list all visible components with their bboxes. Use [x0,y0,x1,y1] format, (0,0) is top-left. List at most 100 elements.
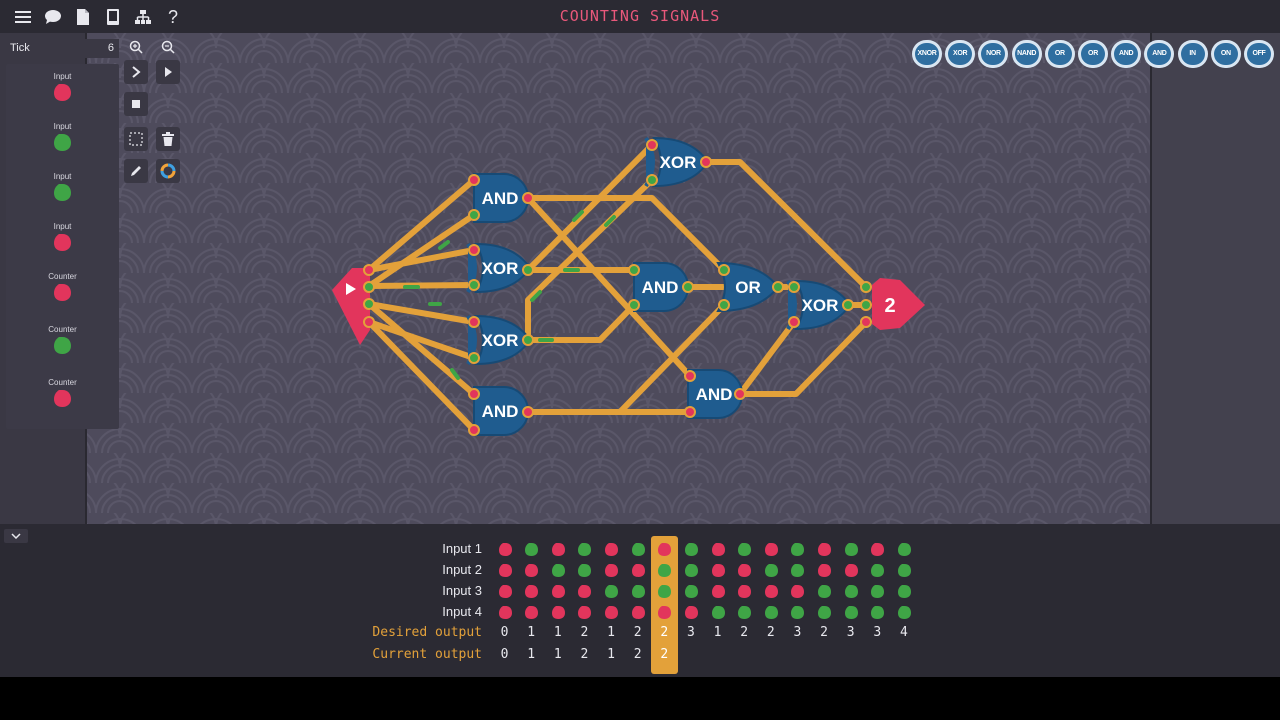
gate-pin[interactable] [772,281,784,293]
gate-xor[interactable]: XOR [644,136,712,188]
palette-gate-button[interactable]: ON [1210,40,1241,68]
input-pins [363,264,375,328]
gate-label: XOR [802,296,839,315]
select-area-icon[interactable] [124,127,148,151]
palette-gate-button[interactable]: OR [1044,40,1075,68]
gate-pin[interactable] [522,334,534,346]
io-item[interactable]: Input [6,172,119,207]
chat-icon[interactable] [42,6,64,28]
gate-pin[interactable] [684,406,696,418]
io-label: Counter [48,272,77,281]
gate-pin[interactable] [522,192,534,204]
gate-pin[interactable] [468,352,480,364]
palette-gate-button[interactable]: IN [1177,40,1208,68]
tick-label: Tick [10,42,30,54]
palette-gate-button[interactable]: OR [1078,40,1108,68]
gate-xor[interactable]: XOR [466,314,534,366]
io-item[interactable]: Counter [6,325,119,360]
menu-icon[interactable] [12,6,34,28]
palette-gate-label: XNOR [915,43,939,65]
gate-pin[interactable] [468,388,480,400]
right-side-panel [1150,33,1280,524]
gate-pin[interactable] [522,264,534,276]
gate-pin[interactable] [468,244,480,256]
pencil-icon[interactable] [124,159,148,183]
gate-or[interactable]: OR [716,261,784,313]
signal-bulb-icon [53,233,72,252]
gate-pin[interactable] [684,370,696,382]
gate-pin[interactable] [700,156,712,168]
gate-pin[interactable] [468,209,480,221]
zoom-out-icon[interactable] [156,35,180,59]
gate-pin[interactable] [734,388,746,400]
io-item[interactable]: Input [6,122,119,157]
io-label: Input [53,222,72,231]
book-icon[interactable] [102,6,124,28]
io-item[interactable]: Input [6,72,119,107]
gate-pin[interactable] [788,281,800,293]
io-label: Input [53,172,72,181]
gate-pin[interactable] [468,279,480,291]
gate-and[interactable]: AND [468,173,534,223]
play-icon[interactable] [156,60,180,84]
palette-gate-label: ON [1213,43,1238,65]
gate-label: AND [482,189,519,208]
palette-gate-button[interactable]: NOR [978,40,1009,68]
palette-gate-label: OR [1047,43,1072,65]
collapse-toggle[interactable] [4,529,28,543]
gate-pin[interactable] [646,139,658,151]
palette-gate-button[interactable]: OFF [1244,40,1274,68]
gate-pin[interactable] [522,406,534,418]
step-forward-icon[interactable] [124,60,148,84]
output-receiver[interactable]: 2 [872,278,925,330]
trash-icon[interactable] [156,127,180,151]
palette-gate-label: OR [1081,43,1105,65]
gate-pin[interactable] [718,299,730,311]
gate-xor[interactable]: XOR [786,279,854,331]
current-tick-highlight [650,536,678,674]
gate-pin[interactable] [628,299,640,311]
document-icon[interactable] [72,6,94,28]
palette-gate-button[interactable]: XNOR [912,40,942,68]
gate-and[interactable]: AND [684,369,746,419]
gate-pin[interactable] [468,316,480,328]
hierarchy-icon[interactable] [132,6,154,28]
chevron-down-icon [11,533,21,539]
gate-pin[interactable] [842,299,854,311]
gate-and[interactable]: AND [468,386,534,436]
help-icon[interactable]: ? [167,6,178,27]
gate-pin[interactable] [628,264,640,276]
zoom-in-icon[interactable] [124,35,148,59]
gate-pin[interactable] [468,424,480,436]
io-label: Counter [48,325,77,334]
gate-xor[interactable]: XOR [466,242,534,294]
palette-gate-button[interactable]: XOR [945,40,976,68]
signal-bulb-icon [53,83,72,102]
io-item[interactable]: Input [6,222,119,257]
palette-gate-button[interactable]: AND [1111,40,1142,68]
palette-gate-label: AND [1114,43,1139,65]
gate-pin[interactable] [646,174,658,186]
signal-bulb-icon [53,183,72,202]
palette-gate-label: NOR [981,43,1006,65]
io-item[interactable]: Counter [6,378,119,413]
gate-pin[interactable] [468,174,480,186]
gate-pin[interactable] [718,264,730,276]
wires [366,142,869,433]
palette-gate-button[interactable]: NAND [1011,40,1042,68]
input-emitter[interactable] [332,268,370,345]
gate-pin[interactable] [682,281,694,293]
palette-gate-button[interactable]: AND [1144,40,1175,68]
io-item[interactable]: Counter [6,272,119,307]
play-icon [346,283,356,295]
gate-and[interactable]: AND [628,262,694,312]
wire-signals [403,210,616,380]
io-label: Counter [48,378,77,387]
palette-gate-label: AND [1147,43,1172,65]
truth-table-panel [0,524,1280,677]
stop-icon[interactable] [124,92,148,116]
color-wheel-icon[interactable] [156,159,180,183]
io-label: Input [53,72,72,81]
gate-pin[interactable] [788,316,800,328]
